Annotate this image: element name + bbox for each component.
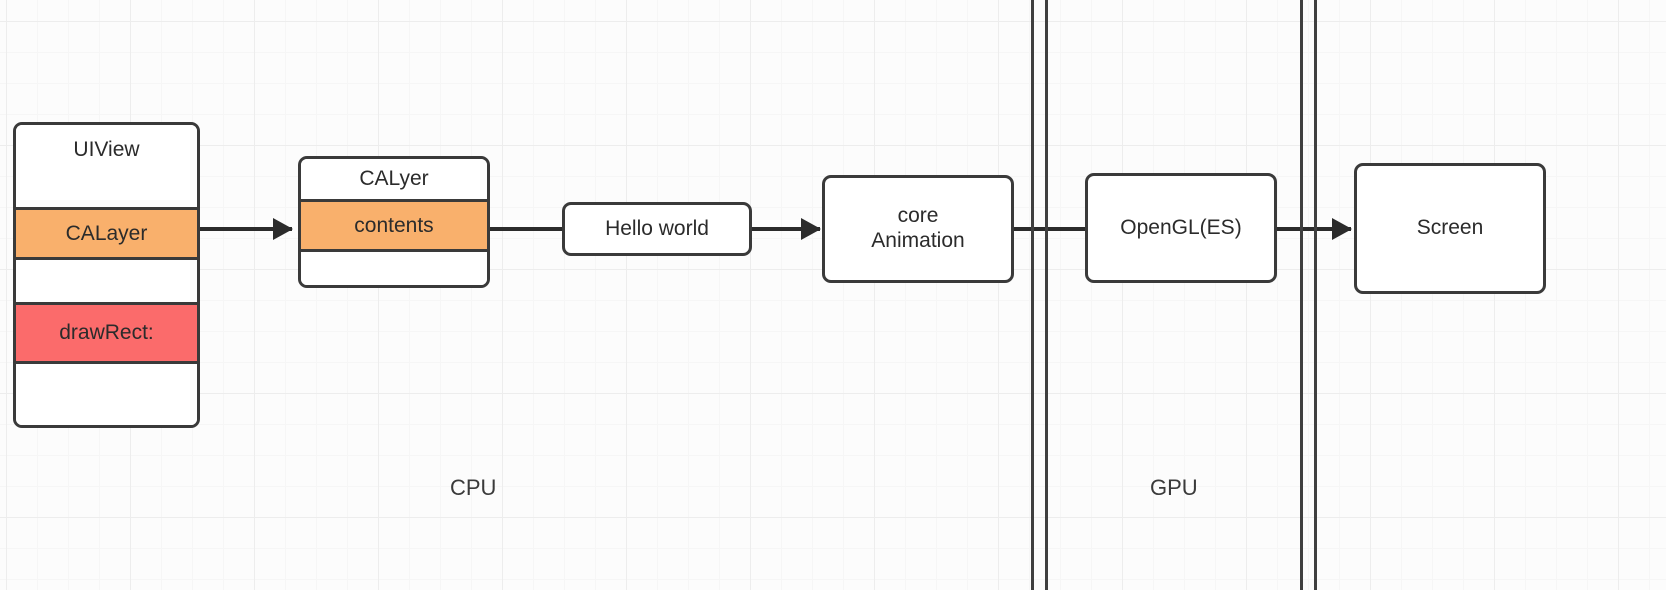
uiview-row-spacer-1: [16, 175, 197, 207]
arrow-hello-world-to-core-animation: [752, 227, 820, 231]
uiview-row-drawrect[interactable]: drawRect:: [16, 302, 197, 361]
calayer-row-title: CALyer: [301, 159, 487, 199]
node-opengl[interactable]: OpenGL(ES): [1085, 173, 1277, 283]
uiview-row-spacer-2: [16, 257, 197, 302]
zone-label-gpu: GPU: [1150, 475, 1198, 500]
arrow-calayer-to-hello-world: [490, 227, 582, 231]
cpu-gpu-separator-line-2: [1045, 0, 1048, 590]
node-core-animation[interactable]: core Animation: [822, 175, 1014, 283]
zone-label-cpu: CPU: [450, 475, 497, 500]
node-uiview[interactable]: UIView CALayer drawRect:: [13, 122, 200, 428]
calayer-row-spacer: [301, 249, 487, 285]
arrow-core-animation-to-opengl: [1014, 227, 1136, 231]
gpu-screen-separator-line-2: [1314, 0, 1317, 590]
uiview-row-spacer-3: [16, 361, 197, 425]
arrow-uiview-to-calayer: [200, 227, 292, 231]
node-hello-world[interactable]: Hello world: [562, 202, 752, 256]
node-screen[interactable]: Screen: [1354, 163, 1546, 294]
cpu-gpu-separator-line-1: [1031, 0, 1034, 590]
calayer-row-contents[interactable]: contents: [301, 199, 487, 249]
uiview-row-title: UIView: [16, 125, 197, 175]
uiview-row-calayer[interactable]: CALayer: [16, 207, 197, 257]
gpu-screen-separator-line-1: [1300, 0, 1303, 590]
node-calayer[interactable]: CALyer contents: [298, 156, 490, 288]
